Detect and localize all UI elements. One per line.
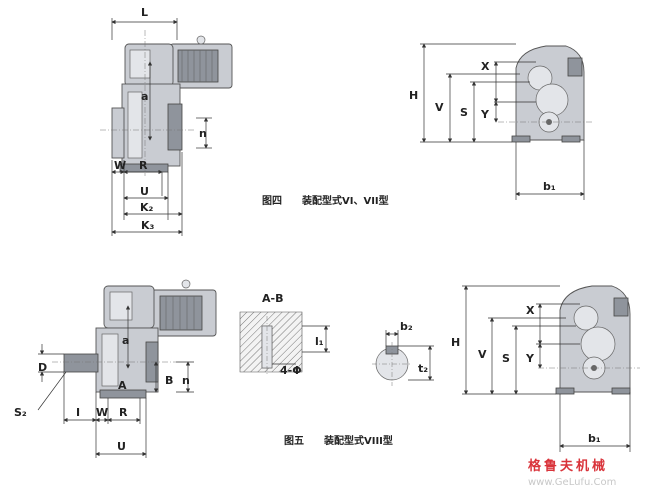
fig5-dim-X-label: X [526, 304, 535, 317]
fig4-dim-X-label: X [481, 60, 490, 73]
fig5-section-a-b [239, 311, 330, 376]
shaft-b2-label: b₂ [400, 320, 413, 333]
dim-U-label: U [140, 185, 149, 198]
shaft-t2-label: t₂ [418, 362, 428, 375]
fig5-dim-S-label: S [502, 352, 510, 365]
fig4-dim-Y-label: Y [480, 108, 490, 121]
dim-K2-label: K₂ [140, 201, 154, 214]
fig5-dim-B-label: B [165, 374, 173, 387]
fig5-keyed-shaft [372, 330, 434, 386]
fig5-dim-U-label: U [117, 440, 126, 453]
fig4-dim-S-label: S [460, 106, 468, 119]
dim-a-label: a [141, 90, 148, 103]
fig5-side-view [37, 279, 217, 458]
fig4-front-view [420, 43, 592, 200]
fig5-dim-A-label: A [118, 379, 127, 392]
fig5-dim-D-label: D [38, 361, 47, 374]
fig5-dim-S2-label: S₂ [14, 406, 27, 419]
fig5-dim-a-label: a [122, 334, 129, 347]
fig5-dim-W-label: W [96, 406, 108, 419]
section-l1-label: l₁ [315, 335, 324, 348]
fig5-dim-I-label: I [76, 406, 80, 419]
fig5-dim-V-label: V [478, 348, 487, 361]
dim-W-label: W [114, 159, 126, 172]
dim-L-label: L [141, 6, 148, 19]
fig5-dim-H-label: H [451, 336, 460, 349]
fig5-dim-n-label: n [182, 374, 190, 387]
watermark-cn: 格鲁夫机械 [528, 458, 608, 474]
watermark-url: www.GeLufu.Com [528, 477, 616, 488]
fig4-dim-V-label: V [435, 101, 444, 114]
fig5-dim-R-label: R [119, 406, 128, 419]
fig5-dim-Y-label: Y [525, 352, 535, 365]
section-4phi-label: 4-Φ [280, 364, 302, 377]
fig4-dim-b1-label: b₁ [543, 180, 556, 193]
dim-R-label: R [139, 159, 148, 172]
section-a-b-label: A-B [262, 292, 283, 305]
fig5-dim-b1-label: b₁ [588, 432, 601, 445]
figure4-caption: 图四 装配型式VI、VII型 [262, 194, 389, 207]
dim-K3-label: K₃ [141, 219, 155, 232]
figure5-caption: 图五 装配型式VIII型 [284, 434, 393, 447]
dim-n-label: n [199, 127, 207, 140]
fig4-side-view [100, 18, 233, 236]
fig5-front-view [462, 285, 640, 452]
fig4-dim-H-label: H [409, 89, 418, 102]
